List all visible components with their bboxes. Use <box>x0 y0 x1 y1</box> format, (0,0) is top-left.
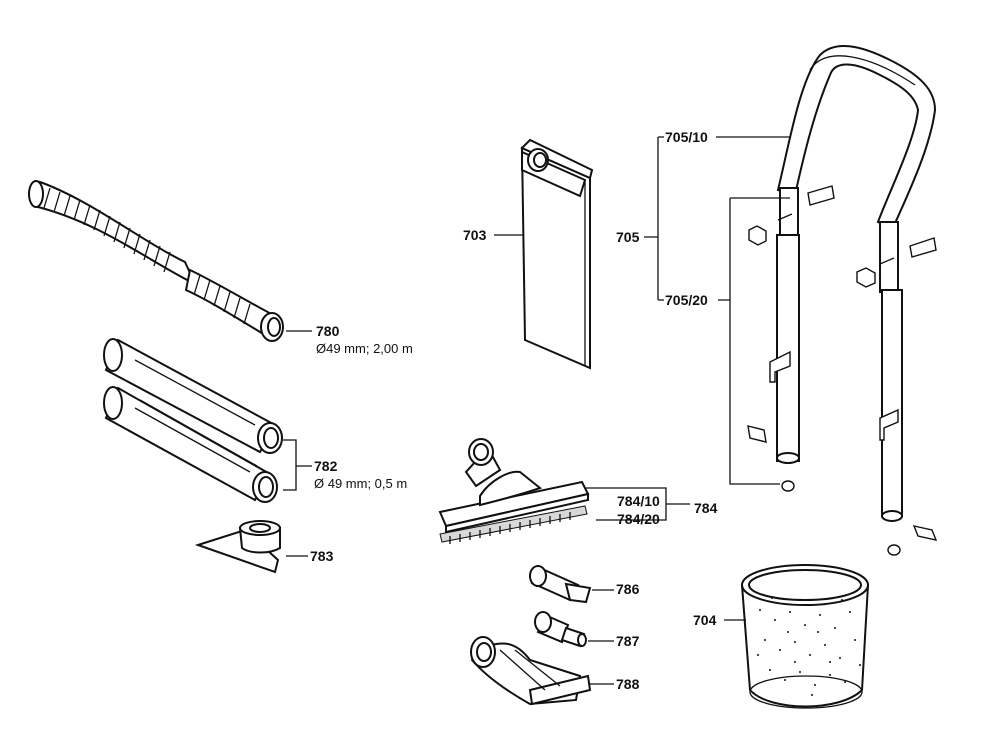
tubes-782-drawing <box>103 338 283 503</box>
filter-basket-704-drawing <box>740 564 870 709</box>
nozzle-787-drawing <box>534 611 587 648</box>
leader-782 <box>283 439 312 491</box>
label-705-10: 705/10 <box>665 129 708 145</box>
label-783: 783 <box>310 548 334 564</box>
leader-784 <box>586 487 690 521</box>
label-787: 787 <box>616 633 640 649</box>
label-784-10: 784/10 <box>617 493 660 509</box>
spec-780: Ø49 mm; 2,00 m <box>316 341 413 356</box>
floor-nozzle-784-drawing <box>438 438 590 544</box>
label-705: 705 <box>616 229 640 245</box>
spec-782: Ø 49 mm; 0,5 m <box>314 476 407 491</box>
label-780: 780 <box>316 323 340 339</box>
label-704: 704 <box>693 612 717 628</box>
leader-705 <box>644 136 664 301</box>
filter-bag-703-drawing <box>520 138 594 370</box>
nozzle-786-drawing <box>529 565 592 604</box>
label-782: 782 <box>314 458 338 474</box>
label-784: 784 <box>694 500 718 516</box>
label-784-20: 784/20 <box>617 511 660 527</box>
filter-basket-704-texture <box>757 597 861 696</box>
label-786: 786 <box>616 581 640 597</box>
label-703: 703 <box>463 227 487 243</box>
nozzle-788-drawing <box>470 636 592 706</box>
leader-705-20 <box>718 197 790 485</box>
hose-780-drawing <box>28 180 284 342</box>
nozzle-783-drawing <box>194 520 281 574</box>
label-705-20: 705/20 <box>665 292 708 308</box>
handle-705-drawing <box>747 44 938 556</box>
label-788: 788 <box>616 676 640 692</box>
hose-780-ribs <box>43 187 251 325</box>
